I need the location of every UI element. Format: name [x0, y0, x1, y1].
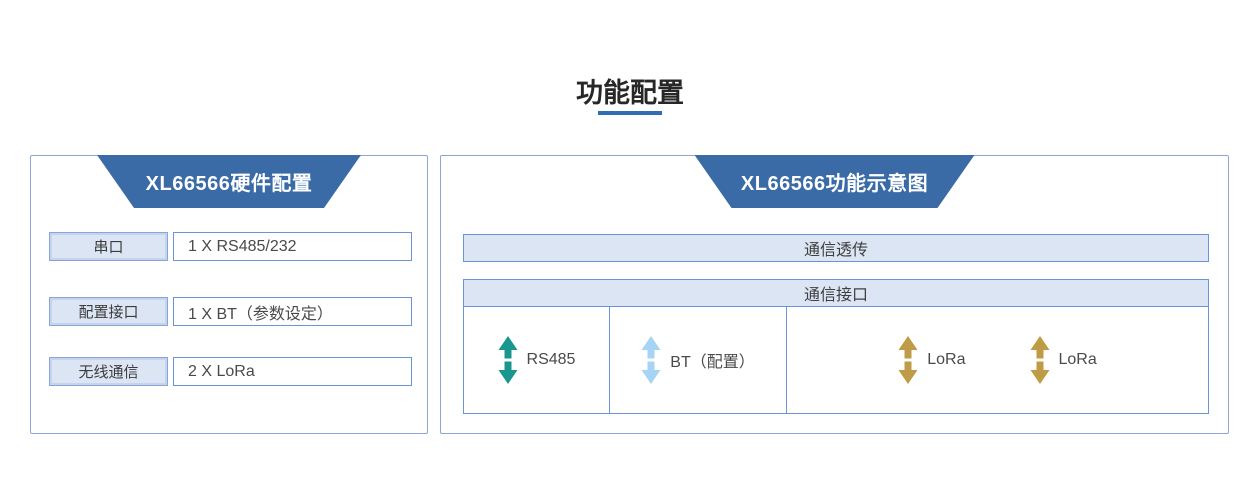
interface-cell-bt: BT（配置）	[610, 307, 787, 413]
double-arrow-icon	[898, 336, 918, 384]
function-diagram-panel: XL66566功能示意图 通信透传 通信接口 RS485	[440, 155, 1229, 434]
interface-group: LoRa	[1030, 336, 1097, 384]
communication-interface-header: 通信接口	[464, 280, 1208, 307]
interface-group: RS485	[498, 336, 576, 384]
interface-label: LoRa	[927, 351, 966, 368]
interface-cell-lora: LoRa LoRa	[787, 307, 1208, 413]
hardware-config-header: XL66566硬件配置	[97, 155, 361, 208]
interface-cells: RS485 BT（配置）	[464, 307, 1208, 413]
hardware-config-panel: XL66566硬件配置 串口 1 X RS485/232 配置接口 1 X BT…	[30, 155, 428, 434]
double-arrow-icon	[1030, 336, 1049, 384]
double-arrow-icon	[498, 336, 518, 384]
interface-label: LoRa	[1058, 351, 1097, 368]
spec-row-serial: 串口 1 X RS485/232	[49, 232, 412, 261]
interface-group: BT（配置）	[641, 336, 755, 384]
spec-label: 配置接口	[49, 297, 168, 326]
spec-label: 无线通信	[49, 357, 168, 386]
function-diagram-header: XL66566功能示意图	[695, 155, 975, 208]
double-arrow-icon	[641, 336, 661, 384]
spec-value: 1 X RS485/232	[173, 232, 412, 261]
interface-label: BT（配置）	[670, 354, 755, 371]
spec-row-config-interface: 配置接口 1 X BT（参数设定）	[49, 297, 412, 326]
communication-interface-box: 通信接口 RS485	[463, 279, 1209, 414]
transparent-transmission-bar: 通信透传	[463, 234, 1209, 262]
page-title: 功能配置	[576, 78, 684, 108]
spec-value: 1 X BT（参数设定）	[173, 297, 412, 326]
spec-value: 2 X LoRa	[173, 357, 412, 386]
title-underline	[598, 111, 662, 115]
interface-cell-rs485: RS485	[464, 307, 610, 413]
interface-label: RS485	[526, 351, 576, 368]
spec-label: 串口	[49, 232, 168, 261]
interface-group: LoRa	[898, 336, 966, 384]
spec-row-wireless: 无线通信 2 X LoRa	[49, 357, 412, 386]
